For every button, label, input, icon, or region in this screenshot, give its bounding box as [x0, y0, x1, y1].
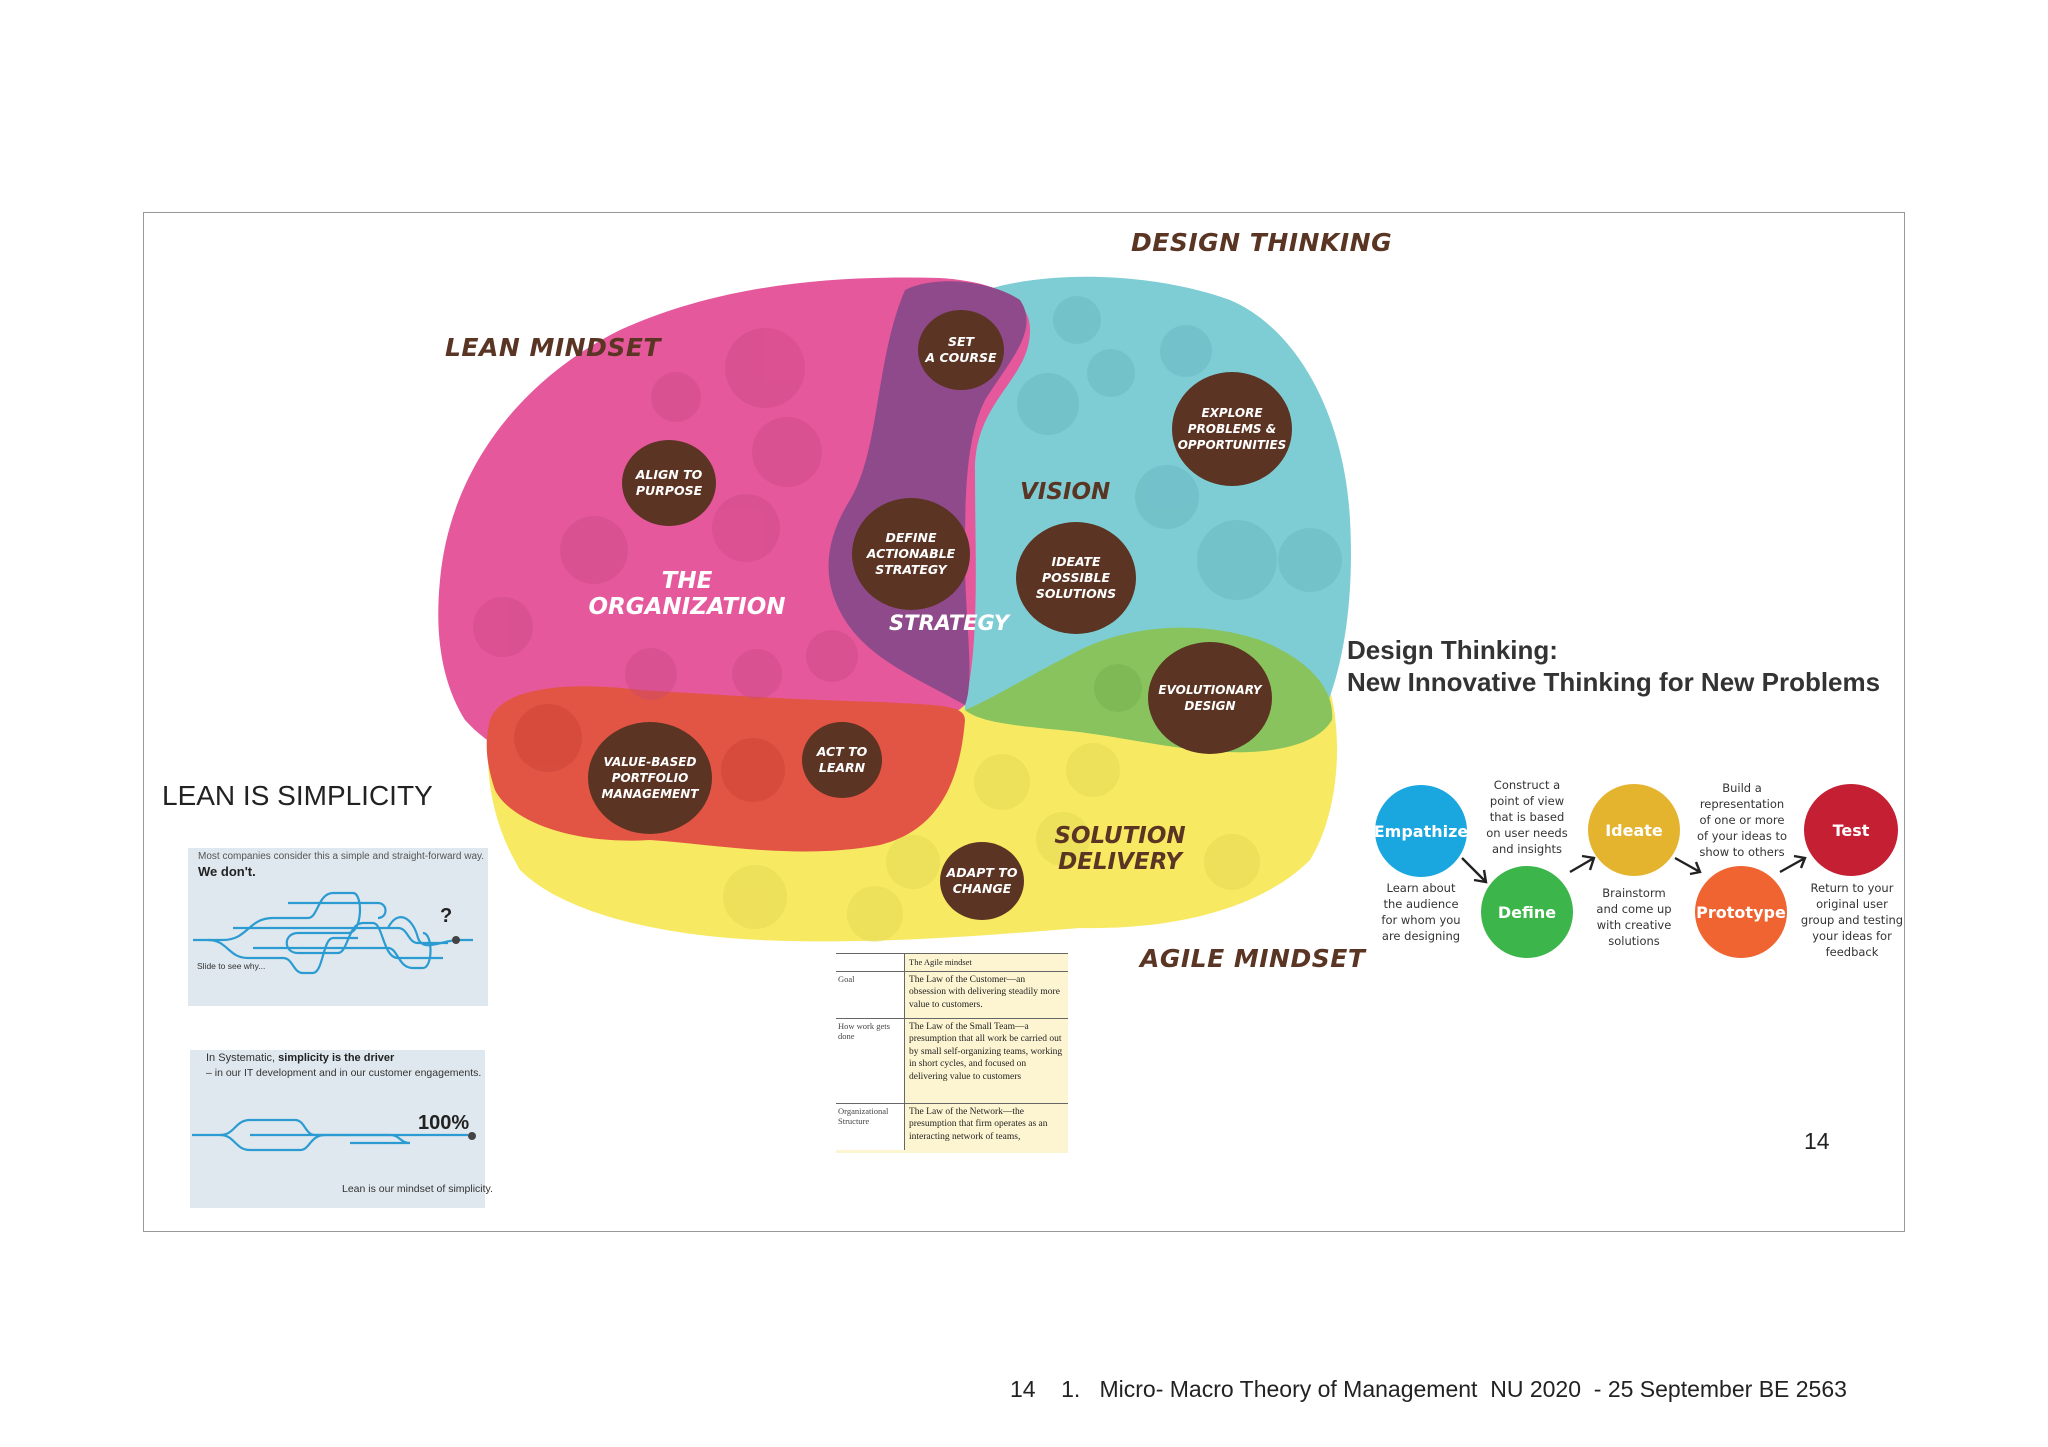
card1-caption: Most companies consider this a simple an…	[198, 851, 485, 862]
card2-footer: Lean is our mindset of simplicity.	[342, 1183, 493, 1195]
node-value-based-portfolio: VALUE-BASED PORTFOLIO MANAGEMENT	[588, 722, 712, 834]
arrow-icon	[1461, 857, 1488, 884]
step-empathize-desc: Learn about the audience for whom you ar…	[1381, 881, 1461, 943]
region-vision-label: VISION	[1020, 479, 1111, 505]
region-organization-label: THE ORGANIZATION	[588, 568, 786, 620]
card1-hint: Slide to see why...	[197, 961, 266, 971]
card1-headline: We don't.	[198, 864, 256, 879]
node-align-to-purpose: ALIGN TO PURPOSE	[622, 440, 716, 526]
slide-number: 14	[1804, 1128, 1830, 1154]
lean-simplicity-title: LEAN IS SIMPLICITY	[162, 780, 433, 811]
agile-mindset-table: The Agile mindset Goal The Law of the Cu…	[836, 953, 1068, 1153]
lean-card-simple: In Systematic, simplicity is the driver …	[190, 1050, 493, 1208]
agile-row-label: How work gets done	[836, 1018, 904, 1103]
node-explore-problems: EXPLORE PROBLEMS & OPPORTUNITIES	[1172, 372, 1292, 486]
node-set-a-course: SET A COURSE	[918, 310, 1004, 390]
card2-caption-line2: – in our IT development and in our custo…	[206, 1067, 482, 1079]
agile-table-row: How work gets done The Law of the Small …	[836, 1017, 1068, 1103]
node-adapt-to-change: ADAPT TO CHANGE	[940, 842, 1024, 920]
agile-table-header-row: The Agile mindset	[836, 953, 1068, 971]
node-ideate-possible-solutions: IDEATE POSSIBLE SOLUTIONS	[1016, 522, 1136, 634]
design-thinking-title-line2: New Innovative Thinking for New Problems	[1347, 667, 1881, 697]
arrow-icon	[1674, 856, 1702, 876]
node-define-actionable-strategy: DEFINE ACTIONABLE STRATEGY	[852, 498, 970, 610]
arrow-icon	[1779, 854, 1807, 874]
agile-table-row: Goal The Law of the Customer—an obsessio…	[836, 970, 1068, 1018]
node-evolutionary-design: EVOLUTIONARY DESIGN	[1148, 642, 1272, 754]
tangled-path-icon	[193, 891, 473, 975]
node-act-to-learn: ACT TO LEARN	[802, 722, 882, 798]
decorative-spots	[473, 296, 1342, 942]
step-define: Define	[1481, 866, 1573, 958]
agile-row-text: The Law of the Customer—an obsession wit…	[904, 971, 1068, 1018]
straight-path-icon	[192, 1118, 476, 1152]
agile-row-label: Organizational Structure	[836, 1103, 904, 1150]
region-solution-delivery-label: SOLUTION DELIVERY	[1054, 823, 1186, 875]
step-empathize: Empathize	[1374, 785, 1468, 877]
design-thinking-title: Design Thinking: New Innovative Thinking…	[1347, 634, 1880, 698]
step-test: Test	[1804, 784, 1898, 876]
lean-mindset-label: LEAN MINDSET	[445, 333, 661, 362]
design-thinking-title-line1: Design Thinking:	[1347, 635, 1558, 665]
design-thinking-label: DESIGN THINKING	[1131, 228, 1393, 257]
lean-card-complex: Most companies consider this a simple an…	[188, 848, 488, 1006]
step-ideate-desc: Brainstorm and come up with creative sol…	[1596, 886, 1672, 948]
agile-row-text: The Law of the Network—the presumption t…	[904, 1103, 1068, 1150]
agile-row-text: The Law of the Small Team—a presumption …	[904, 1018, 1068, 1103]
step-test-desc: Return to your original user group and t…	[1800, 881, 1904, 959]
card2-caption: In Systematic, simplicity is the driver	[206, 1052, 394, 1064]
agile-mindset-label: AGILE MINDSET	[1140, 944, 1366, 973]
agile-row-label: Goal	[836, 971, 904, 1018]
step-prototype: Prototype	[1695, 866, 1787, 958]
card1-question-mark: ?	[440, 905, 453, 927]
page-footer: 14 1. Micro- Macro Theory of Management …	[1010, 1376, 1847, 1402]
process-arrows	[1461, 854, 1807, 884]
card2-caption-pre: In Systematic,	[206, 1052, 276, 1064]
region-strategy-label: STRATEGY	[889, 611, 1010, 635]
card2-caption-bold: simplicity is the driver	[278, 1052, 395, 1064]
card2-percent: 100%	[418, 1112, 470, 1134]
arrow-icon	[1569, 854, 1596, 874]
agile-table-row: Organizational Structure The Law of the …	[836, 1102, 1068, 1150]
step-define-desc: Construct a point of view that is based …	[1486, 778, 1568, 856]
step-ideate: Ideate	[1588, 784, 1680, 876]
step-prototype-desc: Build a representation of one or more of…	[1696, 781, 1788, 859]
agile-table-header: The Agile mindset	[904, 954, 1068, 971]
